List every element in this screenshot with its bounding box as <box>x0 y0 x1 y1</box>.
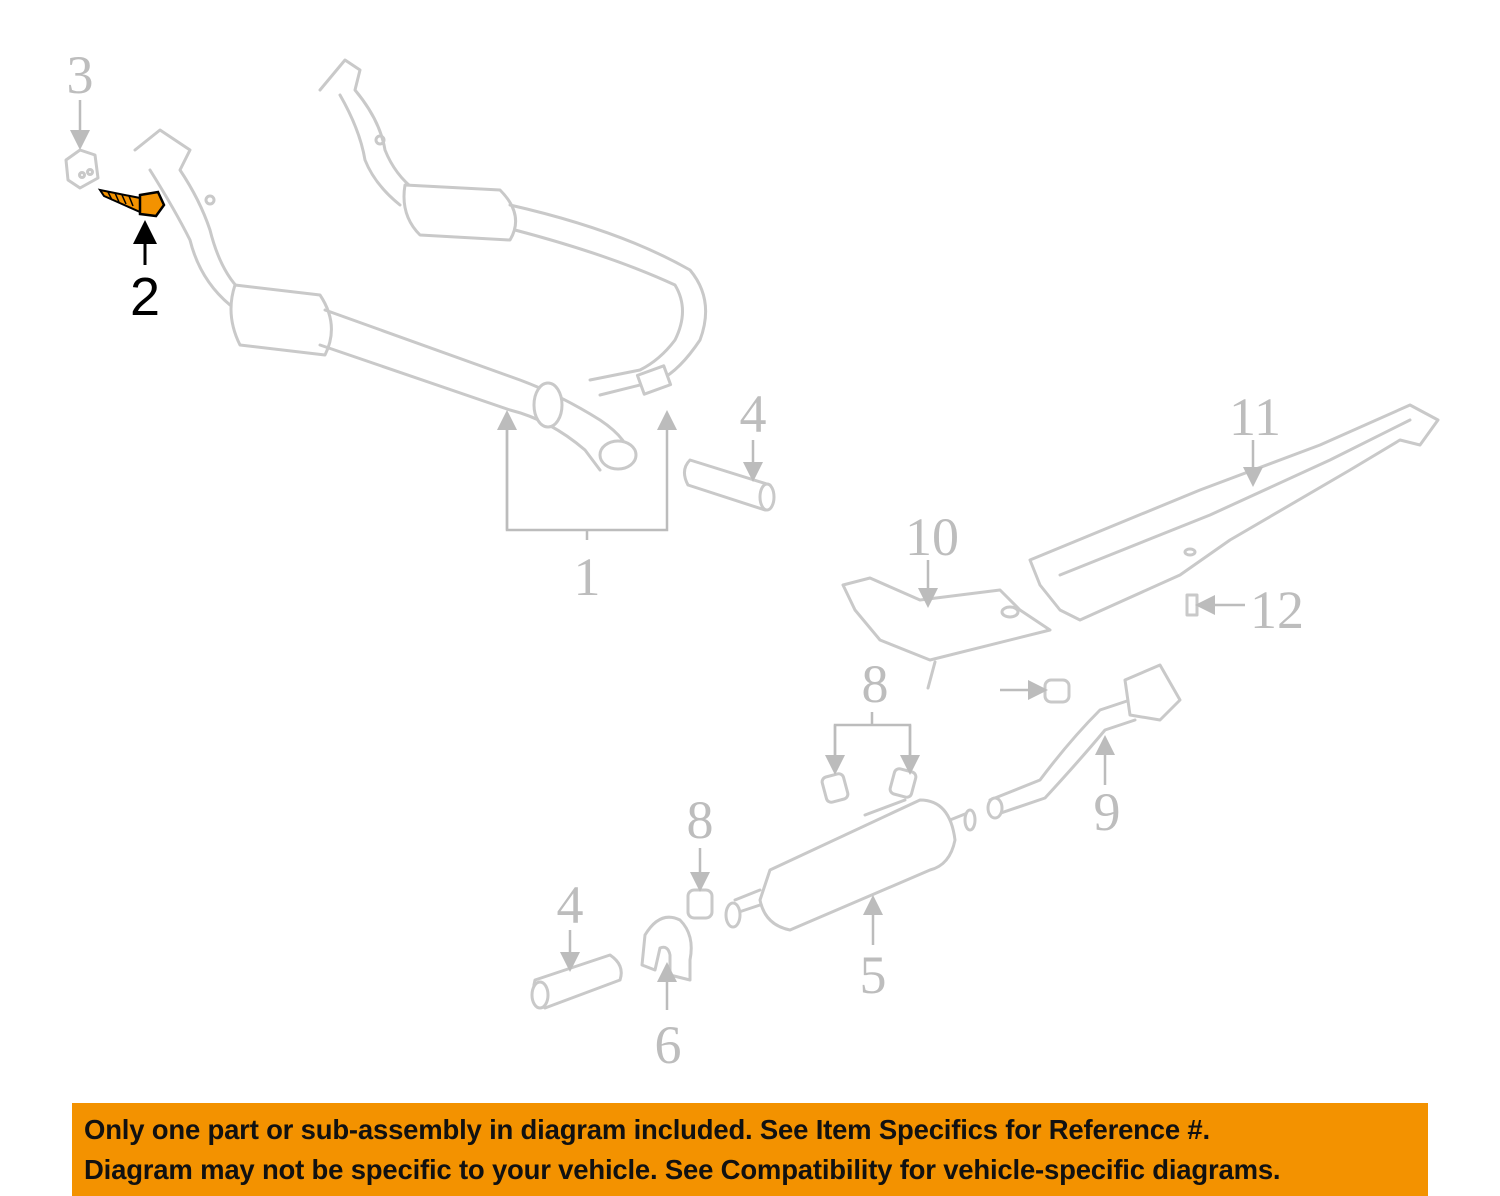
part-8-hangers[interactable] <box>820 678 1071 804</box>
callout-10: 10 <box>905 507 959 567</box>
part-11-heat-shield[interactable] <box>1028 403 1440 622</box>
part-4-connector-pipe-upper[interactable] <box>683 458 776 512</box>
disclaimer-line-2: Diagram may not be specific to your vehi… <box>84 1153 1281 1185</box>
part-4-connector-pipe-lower[interactable] <box>530 953 623 1010</box>
callout-12: 12 <box>1250 580 1304 640</box>
callout-4-lower: 4 <box>557 875 584 935</box>
callout-3: 3 <box>67 45 94 105</box>
callout-11: 11 <box>1229 387 1281 447</box>
callout-8-lower: 8 <box>687 790 714 850</box>
part-6-clamp[interactable] <box>640 915 693 982</box>
callout-4-upper: 4 <box>740 384 767 444</box>
disclaimer-line-1: Only one part or sub-assembly in diagram… <box>84 1113 1210 1145</box>
callout-6: 6 <box>655 1015 682 1075</box>
part-2-bolt-highlighted[interactable] <box>97 188 166 218</box>
callout-9: 9 <box>1094 782 1121 842</box>
callout-2-highlighted: 2 <box>130 267 160 327</box>
callout-8-upper: 8 <box>862 654 889 714</box>
part-10-heat-shield[interactable] <box>841 576 1052 690</box>
part-9-tailpipe[interactable] <box>986 663 1182 820</box>
part-1-converter-pipe[interactable] <box>133 58 708 472</box>
exhaust-parts-diagram: 3 2 4 1 11 10 12 8 9 8 4 5 6 <box>64 45 1440 1075</box>
callout-5: 5 <box>860 945 887 1005</box>
part-5-muffler[interactable] <box>724 798 977 932</box>
part-12-bolt[interactable] <box>1185 593 1199 617</box>
part-3-bracket[interactable] <box>64 148 100 190</box>
disclaimer-banner: Only one part or sub-assembly in diagram… <box>72 1103 1428 1196</box>
part-8-hanger-lower[interactable] <box>686 888 714 920</box>
callout-1: 1 <box>574 547 601 607</box>
